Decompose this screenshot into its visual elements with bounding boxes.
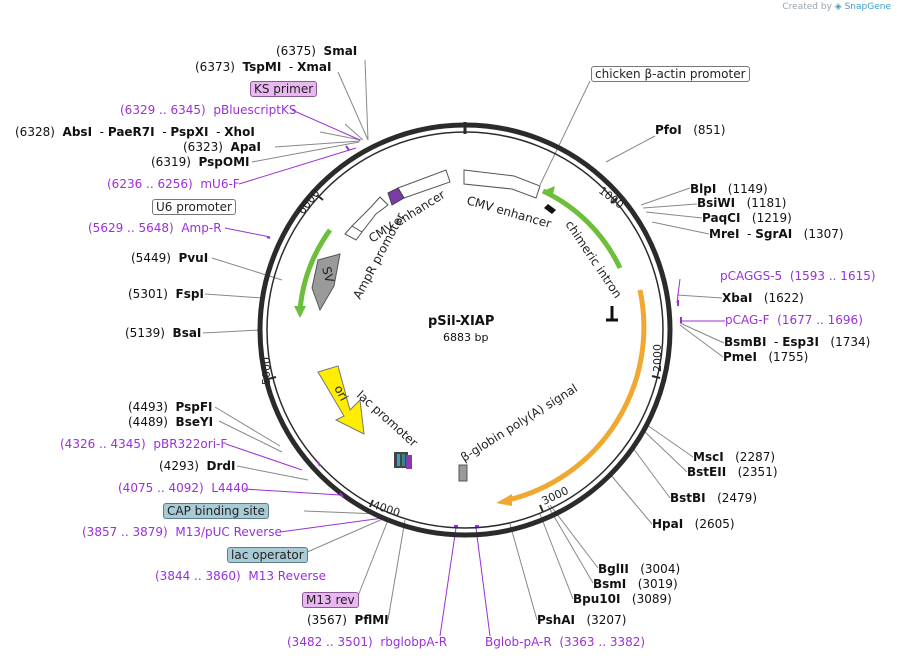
site-pspfi[interactable]: (4493) PspFI [128, 400, 213, 414]
box-ks-primer[interactable]: KS primer [250, 81, 318, 97]
orange-feature [507, 289, 647, 503]
site-drdi[interactable]: (4293) DrdI [159, 459, 236, 473]
feature-label-bglobin: β-globin poly(A) signal [458, 381, 580, 464]
feature-label-ori: ori [331, 383, 351, 403]
snapgene-credit: Created by ◈ SnapGene [782, 2, 891, 12]
cmv-enhancer-feature-2 [463, 169, 541, 199]
ampr-promoter-feature [344, 196, 389, 241]
primer-bglob[interactable]: Bglob-pA-R (3363 .. 3382) [485, 635, 646, 649]
primer-l4440[interactable]: (4075 .. 4092) L4440 [118, 481, 249, 495]
cmv-junction-icon [387, 187, 405, 206]
site-bsmi[interactable]: BsmI (3019) [593, 577, 678, 591]
leader-lines [202, 59, 725, 621]
site-smai[interactable]: (6375) SmaI [276, 44, 358, 58]
primer-ampr[interactable]: (5629 .. 5648) Amp-R [88, 221, 222, 235]
intron-end-marker-icon [606, 306, 618, 322]
primer-pbr322[interactable]: (4326 .. 4345) pBR322ori-F [60, 437, 228, 451]
site-bsmbi[interactable]: BsmBI - Esp3I (1734) [724, 335, 871, 349]
green-feature-right [541, 188, 623, 270]
feature-label-cmv2: CMV enhancer [465, 193, 553, 231]
site-pspomi[interactable]: (6319) PspOMI [151, 155, 250, 169]
green-arrowhead-left-icon [294, 306, 306, 318]
tick-label-5000: 5000 [260, 357, 273, 385]
ori-feature [317, 365, 365, 435]
site-bsiwi[interactable]: BsiWI (1181) [697, 196, 787, 210]
box-lac-operator[interactable]: lac operator [227, 547, 308, 563]
site-apai[interactable]: (6323) ApaI [183, 140, 261, 154]
primer-marks [266, 145, 682, 527]
site-absi[interactable]: (6328) AbsI - PaeR7I - PspXI - XhoI [15, 125, 255, 139]
box-m13-rev[interactable]: M13 rev [302, 592, 359, 608]
primer-m13puc[interactable]: (3857 .. 3879) M13/pUC Reverse [82, 525, 282, 539]
site-pmei[interactable]: PmeI (1755) [723, 350, 809, 364]
lac-cluster [394, 452, 412, 469]
box-u6-promoter[interactable]: U6 promoter [152, 199, 236, 215]
tick-marks [267, 194, 661, 513]
site-pshai[interactable]: PshAI (3207) [537, 613, 627, 627]
primer-pcagf[interactable]: pCAG-F (1677 .. 1696) [725, 313, 863, 327]
site-pfoi[interactable]: PfoI (851) [655, 123, 726, 137]
site-tspmi[interactable]: (6373) TspMI - XmaI [195, 60, 332, 74]
sv-feature [311, 253, 341, 312]
site-mrei[interactable]: MreI - SgrAI (1307) [709, 227, 844, 241]
plasmid-name: pSil-XIAP [428, 314, 495, 329]
tick-label-6000: 6000 [295, 187, 322, 217]
primer-lines [224, 109, 725, 637]
site-hpai[interactable]: HpaI (2605) [652, 517, 735, 531]
site-paqci[interactable]: PaqCI (1219) [702, 211, 792, 225]
site-bsai[interactable]: (5139) BsaI [125, 326, 202, 340]
site-msci[interactable]: MscI (2287) [693, 450, 776, 464]
plasmid-size: 6883 bp [443, 331, 489, 344]
site-bstbi[interactable]: BstBI (2479) [670, 491, 757, 505]
site-bpu10i[interactable]: Bpu10I (3089) [573, 592, 672, 606]
green-arrowhead-right-icon [543, 186, 555, 198]
box-chicken-actin[interactable]: chicken β-actin promoter [591, 66, 750, 82]
tick-label-2000: 2000 [651, 344, 664, 372]
primer-rbglob[interactable]: (3482 .. 3501) rbglobpA-R [287, 635, 448, 649]
credit-prefix: Created by [782, 2, 832, 12]
site-bglii[interactable]: BglII (3004) [598, 562, 681, 576]
primer-pcaggs[interactable]: pCAGGS-5 (1593 .. 1615) [720, 269, 876, 283]
site-bseyi[interactable]: (4489) BseYI [128, 415, 214, 429]
green-feature-left [297, 228, 333, 311]
polyA-marker-icon [458, 464, 468, 482]
site-pflmi[interactable]: (3567) PflMI [307, 613, 389, 627]
site-pvui[interactable]: (5449) PvuI [131, 251, 209, 265]
primer-pbluescript[interactable]: (6329 .. 6345) pBluescriptKS [120, 103, 297, 117]
primer-mu6f[interactable]: (6236 .. 6256) mU6-F [107, 177, 240, 191]
site-bsteii[interactable]: BstEII (2351) [687, 465, 778, 479]
primer-m13r[interactable]: (3844 .. 3860) M13 Reverse [155, 569, 327, 583]
box-cap-binding[interactable]: CAP binding site [163, 503, 269, 519]
feature-label-sv: SV [319, 265, 337, 285]
chimeric-intron-marker-icon [544, 204, 556, 214]
site-xbai[interactable]: XbaI (1622) [722, 291, 804, 305]
orange-arrowhead-icon [496, 494, 512, 506]
site-blpi[interactable]: BlpI (1149) [690, 182, 768, 196]
site-fspi[interactable]: (5301) FspI [128, 287, 204, 301]
feature-label-lac: lac promoter [354, 388, 420, 450]
credit-brand: SnapGene [844, 2, 891, 12]
snapgene-logo-icon: ◈ [834, 2, 842, 12]
